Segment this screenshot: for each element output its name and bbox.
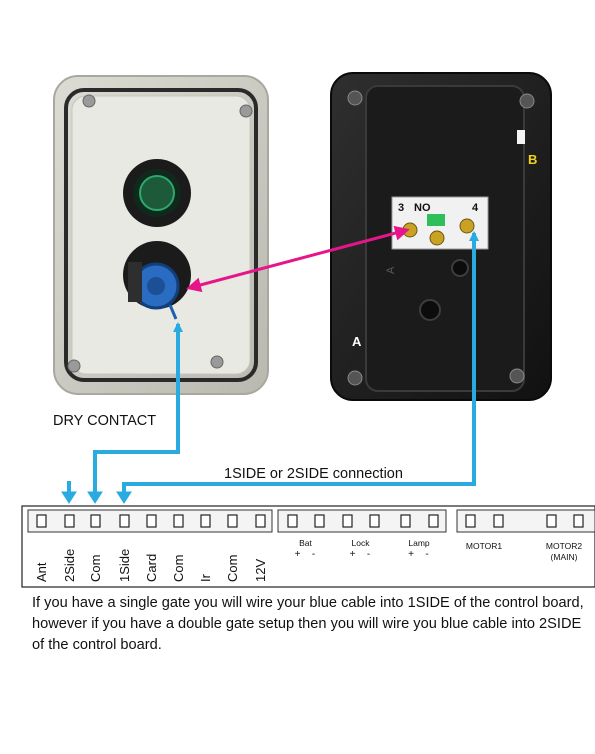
polarity-plus: +	[408, 549, 414, 560]
terminal-group-label: Bat	[299, 538, 312, 548]
terminal-slot-ant	[36, 514, 47, 528]
terminal-slot-lamp-plus	[400, 514, 411, 528]
terminal-label: Com	[225, 555, 240, 582]
terminal-label: Card	[144, 554, 159, 582]
dry-contact-block-icon	[123, 241, 191, 320]
terminal-slot-motor-4	[573, 514, 584, 528]
polarity-minus: -	[425, 549, 428, 560]
base-a-label: A	[385, 266, 397, 274]
terminal-slot-com	[227, 514, 238, 528]
terminal-strip-aux	[277, 509, 447, 533]
screw-icon	[82, 94, 96, 108]
terminal-slot-12v	[255, 514, 266, 528]
screw-icon	[210, 355, 224, 369]
polarity-minus: -	[367, 549, 370, 560]
switch-terminal-3: 3	[398, 202, 404, 214]
terminal-slot-2side	[64, 514, 75, 528]
terminal-slot-motor-1	[465, 514, 476, 528]
switch-base-enclosure: 3 NO 4 B A A	[330, 72, 552, 401]
terminal-slot-ir	[200, 514, 211, 528]
polarity-minus: -	[312, 549, 315, 560]
terminal-slot-lock-minus	[369, 514, 380, 528]
terminal-label: Ant	[34, 562, 49, 582]
marker-a: A	[352, 334, 362, 349]
wire-endpoint-icon	[469, 231, 479, 241]
terminal-slot-com	[173, 514, 184, 528]
polarity-plus: +	[350, 549, 356, 560]
terminal-slot-1side	[119, 514, 130, 528]
switch-terminal-4: 4	[472, 202, 479, 214]
terminal-label: Com	[88, 555, 103, 582]
terminal-label: 1Side	[117, 549, 132, 582]
connection-label: 1SIDE or 2SIDE connection	[224, 466, 403, 482]
polarity-plus: +	[295, 549, 301, 560]
screw-icon	[509, 368, 525, 384]
terminal-slot-motor-3	[546, 514, 557, 528]
terminal-group-label: Lock	[352, 538, 371, 548]
terminal-slot-com	[90, 514, 101, 528]
motor1-label: MOTOR1	[466, 541, 502, 551]
terminal-slot-lamp-minus	[428, 514, 439, 528]
terminal-group-label: Lamp	[408, 538, 430, 548]
terminal-label: 2Side	[62, 549, 77, 582]
terminal-strip-motor	[456, 509, 595, 533]
terminal-label: Com	[171, 555, 186, 582]
caption: If you have a single gate you will wire …	[32, 595, 584, 653]
terminal-slot-bat-plus	[287, 514, 298, 528]
terminal-slot-card	[146, 514, 157, 528]
terminal-label: 12V	[253, 559, 268, 582]
terminal-slot-motor-2	[493, 514, 504, 528]
marker-b: B	[528, 152, 537, 167]
dry-contact-label: DRY CONTACT	[53, 413, 156, 429]
screw-icon	[67, 359, 81, 373]
terminal-slot-bat-minus	[314, 514, 325, 528]
top-button-icon	[123, 159, 191, 227]
screw-icon	[347, 90, 363, 106]
motor2-sub-label: (MAIN)	[551, 552, 578, 562]
motor2-label: MOTOR2	[546, 541, 582, 551]
wire-endpoint-icon	[173, 322, 183, 332]
terminal-slot-lock-plus	[342, 514, 353, 528]
link-arrow	[186, 225, 410, 293]
terminal-label: Ir	[198, 573, 213, 582]
switch-no-label: NO	[414, 202, 431, 214]
screw-icon	[347, 370, 363, 386]
screw-icon	[239, 104, 253, 118]
terminal-arrows	[61, 481, 132, 504]
push-button-enclosure	[53, 75, 269, 395]
screw-icon	[519, 93, 535, 109]
